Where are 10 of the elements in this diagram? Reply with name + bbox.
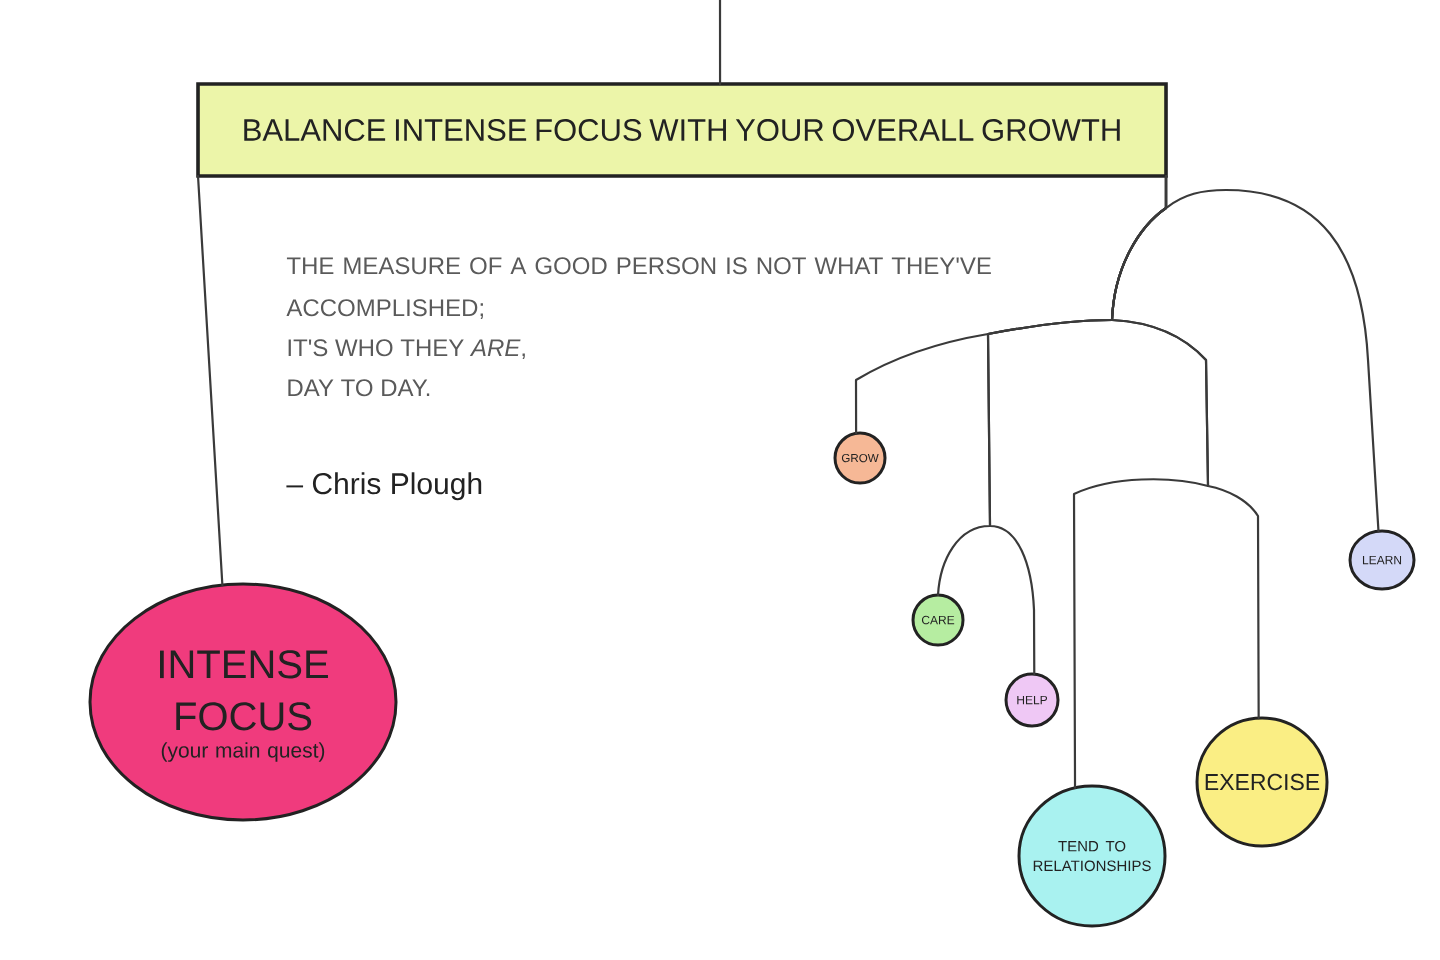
quote-attribution: – Chris Plough: [286, 472, 482, 501]
hanging-string: [1072, 174, 1210, 790]
quote-text: IT'S WHO THEY ARE,: [288, 339, 525, 360]
hanging-string: [718, 0, 722, 86]
quote-text: THE MEASURE OF A GOOD PERSON IS NOT WHAT THEY'VE ACCOMPLISHED;: [286, 257, 991, 320]
hanging-ball: INTENSE FOCUS (your main quest): [88, 582, 398, 822]
title-banner: BALANCE INTENSE FOCUS WITH YOUR OVERALL GROWTH: [196, 82, 1168, 178]
quote-text: DAY TO DAY.: [288, 379, 430, 397]
hanging-ball: EXERCISE: [1195, 716, 1329, 848]
hanging-string: [196, 174, 224, 587]
